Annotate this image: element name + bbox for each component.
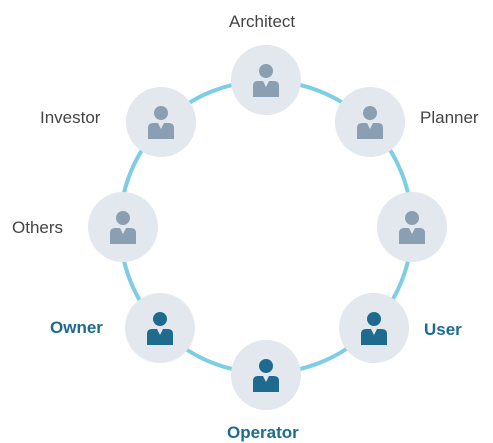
person-icon <box>110 211 136 244</box>
person-icon <box>357 106 383 139</box>
node-architect <box>231 45 301 115</box>
node-circle <box>88 192 158 262</box>
node-circle <box>125 293 195 363</box>
label-user: User <box>424 320 462 339</box>
node-user <box>339 293 409 363</box>
node-circle <box>339 293 409 363</box>
node-owner <box>125 293 195 363</box>
label-others: Others <box>12 218 64 237</box>
label-investor: Investor <box>40 108 101 127</box>
person-icon <box>147 312 173 345</box>
node-operator <box>231 340 301 410</box>
node-circle <box>126 87 196 157</box>
node-circle <box>231 340 301 410</box>
person-icon <box>253 359 279 392</box>
node-circle <box>335 87 405 157</box>
label-planner: Planner <box>420 108 479 127</box>
person-icon <box>253 64 279 97</box>
person-icon <box>148 106 174 139</box>
node-circle <box>377 192 447 262</box>
label-architect: Architect <box>229 12 296 31</box>
node-investor <box>126 87 196 157</box>
person-icon <box>399 211 425 244</box>
node-planner <box>335 87 405 157</box>
node-others <box>88 192 158 262</box>
label-owner: Owner <box>50 318 103 337</box>
person-icon <box>361 312 387 345</box>
nodes-layer <box>88 45 447 410</box>
node-right <box>377 192 447 262</box>
node-circle <box>231 45 301 115</box>
label-operator: Operator <box>227 423 299 442</box>
